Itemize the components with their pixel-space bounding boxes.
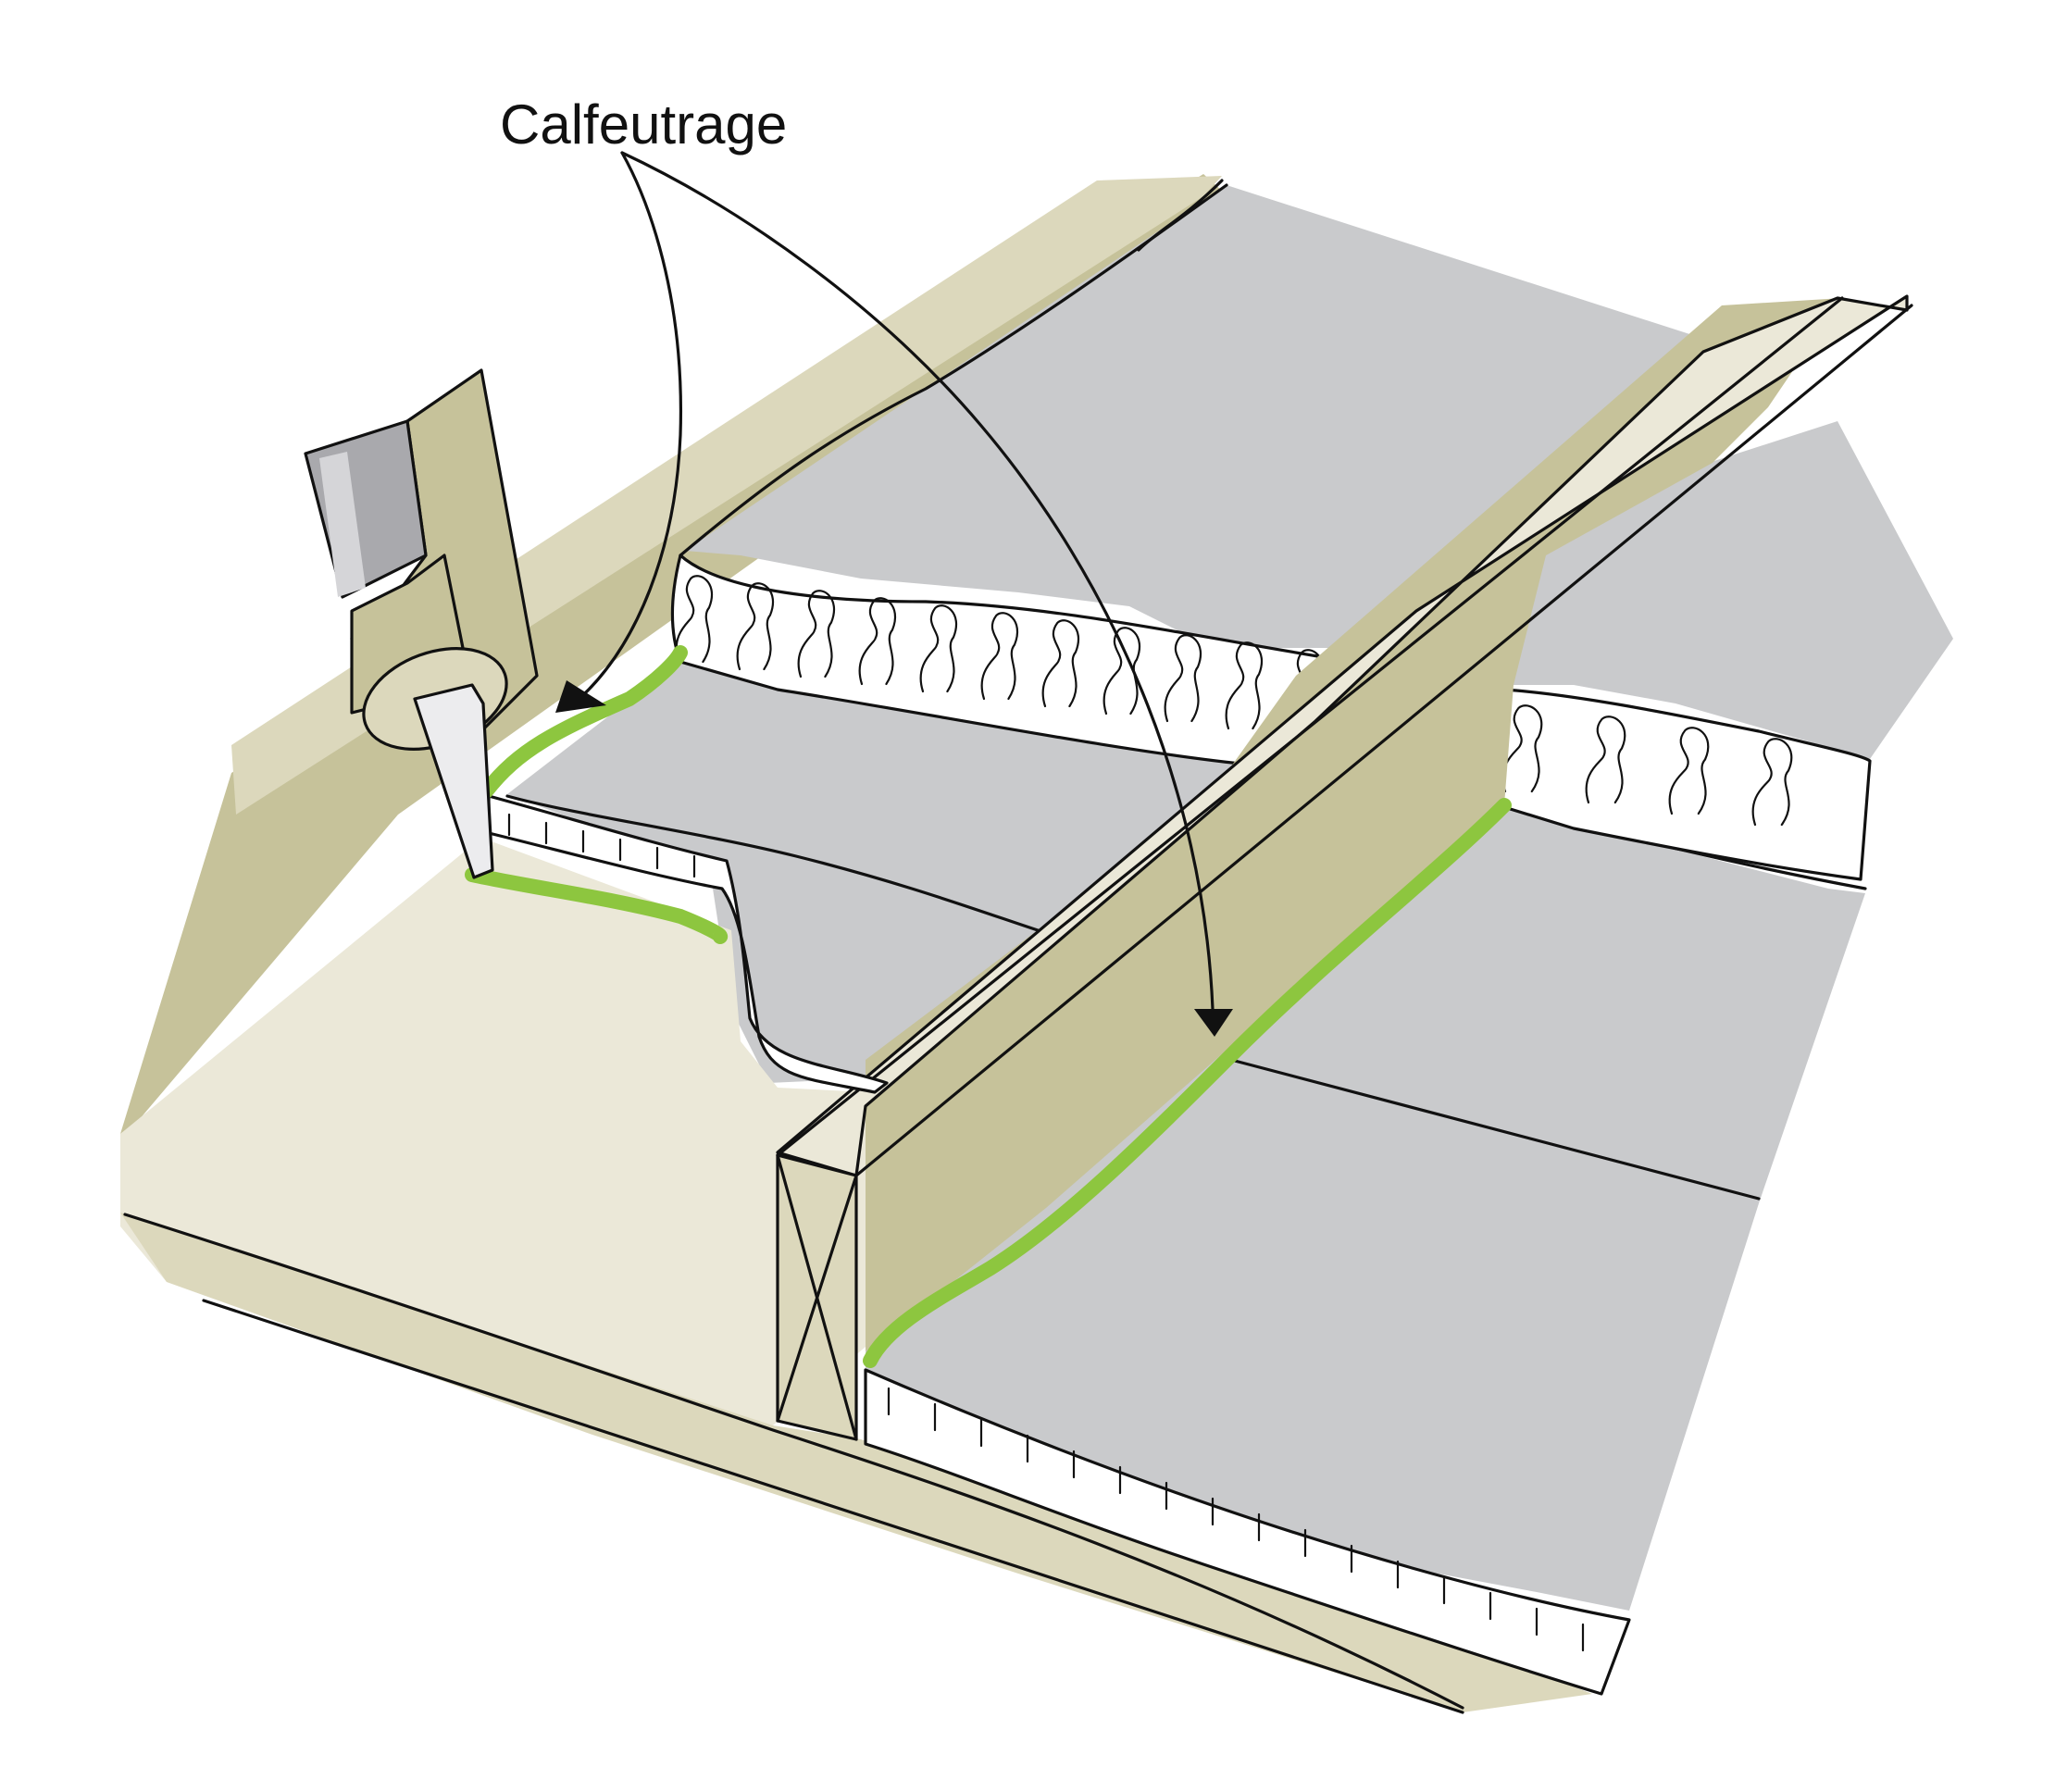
center-membrane-face [507, 657, 1240, 1083]
hatch-edge-left [487, 794, 889, 1094]
callout-leader-left [572, 151, 683, 705]
insulation-loop [1668, 727, 1710, 815]
insulation-loop [1501, 704, 1543, 793]
callout: Calfeutrage [500, 93, 1233, 1037]
insulation-loop [919, 604, 958, 693]
right-membrane-face [866, 805, 1865, 1611]
insulation-loop [980, 612, 1019, 701]
insulation-loop [675, 575, 714, 664]
insulation-loop [736, 582, 775, 671]
callout-arrowhead-right [1194, 1009, 1233, 1037]
insulation-loop [1041, 619, 1080, 708]
insulation-loop [858, 597, 897, 686]
caulk-bead-right-rail [863, 798, 1512, 1368]
callout-arrowhead-left [555, 680, 606, 713]
caulk-beads [465, 645, 1512, 1368]
gun-nozzle [413, 683, 494, 879]
floor-slab [120, 838, 1592, 1714]
gun-cartridge [304, 419, 428, 599]
callout-leader-right [620, 151, 1215, 1011]
insulation-loop [1225, 641, 1264, 730]
caulking-gun-icon [304, 368, 539, 879]
callout-label: Calfeutrage [500, 93, 787, 156]
hatch-edge-right [864, 1368, 1631, 1696]
caulk-bead-top-left [479, 645, 688, 799]
floor-slab-edge [120, 1213, 1592, 1712]
center-membrane [505, 657, 1240, 1083]
membrane-hatch-edge [487, 794, 1631, 1696]
right-rail-face [866, 298, 1842, 1351]
gun-cartridge-highlight [319, 452, 366, 597]
center-beam-top [776, 294, 1909, 1177]
center-beam [776, 294, 1913, 1441]
insulation-loop [1585, 716, 1626, 804]
caulk-bead-bottom-left [465, 867, 729, 944]
insulation-loop [1164, 634, 1202, 723]
insulation-loop [1751, 738, 1793, 827]
insulation-left [670, 554, 1381, 765]
insulation-loop [797, 590, 836, 678]
